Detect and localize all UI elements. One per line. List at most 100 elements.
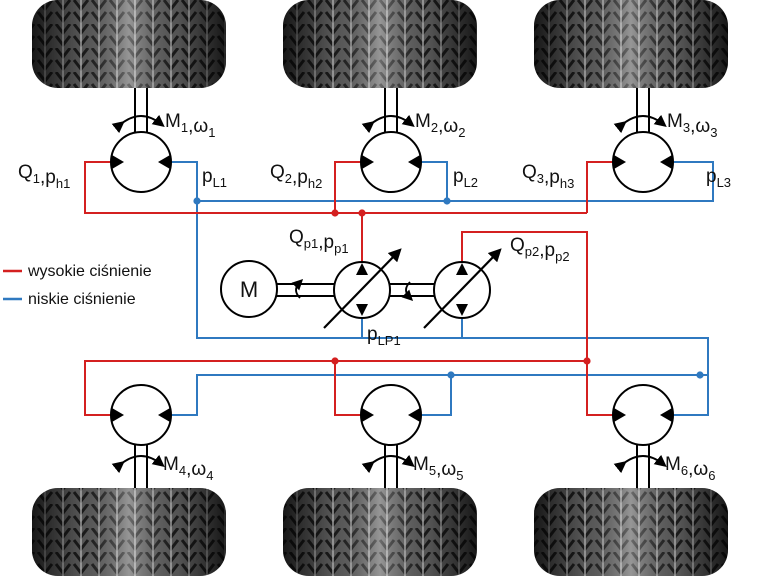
wheel-3-torque-speed-symbol: M — [667, 111, 683, 132]
separator: , — [188, 116, 193, 137]
pump-return-label: pLP1 — [367, 324, 401, 348]
junction-dot — [331, 209, 339, 217]
low-pressure-3-label: pL3 — [706, 166, 731, 190]
separator: , — [438, 116, 443, 137]
tire-6 — [534, 488, 728, 576]
junction-dot — [193, 197, 201, 205]
junction-dot — [331, 357, 339, 365]
flow-3-label-symbol: Q — [522, 162, 537, 183]
low-pressure-3-label-symbol: p — [706, 166, 717, 187]
wheel-2-torque-speed-subscript: 2 — [431, 120, 438, 135]
rotation-arrow-icon — [401, 281, 414, 302]
flow-2-label-subscript: 2 — [285, 171, 292, 186]
legend: wysokie ciśnienie niskie ciśnienie — [3, 263, 152, 308]
wheel-1-torque-speed-symbol: M — [165, 111, 181, 132]
low-pressure-3-label-subscript: L3 — [717, 175, 731, 190]
wheel-4-torque-speed: M4,ω4 — [163, 454, 213, 483]
inlet-triangle-icon — [362, 155, 374, 169]
legend-low-pressure: niskie ciśnienie — [3, 291, 136, 308]
shaft-1 — [111, 88, 165, 134]
pump-inlet-triangle-icon — [456, 304, 468, 316]
hydraulic-motor-1 — [110, 131, 172, 193]
engine-label: M — [240, 277, 258, 302]
hydraulic-motor-5 — [360, 384, 422, 446]
wheel-5-torque-speed-subscript: 5 — [429, 463, 436, 478]
wheel-6-torque-speed-subscript: 6 — [681, 463, 688, 478]
high-line-pump2 — [461, 231, 588, 361]
pump-1-label-symbol: p — [324, 232, 335, 253]
flow-3-label-subscript: 3 — [537, 171, 544, 186]
junction-dot — [447, 371, 455, 379]
low-pressure-1-label-subscript: L1 — [213, 175, 227, 190]
shaft-4 — [111, 445, 165, 488]
wheel-6-torque-speed-symbol: ω — [693, 459, 708, 480]
outlet-triangle-icon — [158, 408, 170, 422]
shaft-2 — [361, 88, 415, 134]
shaft-3 — [613, 88, 667, 134]
wheel-4-torque-speed-symbol: ω — [191, 459, 206, 480]
wheel-3-torque-speed-symbol: ω — [695, 116, 710, 137]
low-line-m2 — [421, 161, 448, 201]
junction-dot — [583, 357, 591, 365]
rotation-arrow-icon — [111, 454, 165, 474]
flow-2-label-symbol: Q — [270, 162, 285, 183]
pump-return-label-subscript: LP1 — [378, 333, 401, 348]
labels: M1,ω1M2,ω2M3,ω3M4,ω4M5,ω5M6,ω6Q1,ph1Q2,p… — [18, 111, 731, 483]
hydraulic-motor-6 — [612, 384, 674, 446]
low-pressure-2-label-symbol: p — [453, 166, 464, 187]
wheel-2-torque-speed: M2,ω2 — [415, 111, 465, 140]
hydraulic-motors — [110, 131, 674, 446]
wheel-3-torque-speed-subscript: 3 — [710, 125, 717, 140]
pump-1-label: Qp1,pp1 — [289, 227, 349, 256]
wheel-1-torque-speed: M1,ω1 — [165, 111, 215, 140]
low-pressure-2-label-subscript: L2 — [464, 175, 478, 190]
legend-high-pressure: wysokie ciśnienie — [3, 263, 152, 280]
separator: , — [688, 459, 693, 480]
variable-displacement-arrow-icon — [323, 248, 402, 329]
junction-dot — [443, 197, 451, 205]
pump-2-label-subscript: p2 — [555, 249, 569, 264]
wheel-1-torque-speed-subscript: 1 — [181, 120, 188, 135]
pump-1-label-subscript: p1 — [304, 236, 318, 251]
hydraulic-motor-3 — [612, 131, 674, 193]
variable-pump-1 — [323, 248, 402, 329]
outlet-triangle-icon — [660, 408, 672, 422]
pump-1-label-subscript: p1 — [334, 241, 348, 256]
tire-5 — [283, 488, 477, 576]
wheel-6-torque-speed-subscript: 6 — [708, 468, 715, 483]
flow-3-label: Q3,ph3 — [522, 162, 574, 191]
separator: , — [292, 167, 297, 188]
rotation-arrow-icon — [613, 114, 667, 134]
tire-3 — [534, 0, 728, 88]
low-pressure-1-label-symbol: p — [202, 166, 213, 187]
separator: , — [318, 232, 323, 253]
engine: M — [220, 260, 278, 318]
flow-1-label-subscript: h1 — [56, 176, 70, 191]
inlet-triangle-icon — [112, 155, 124, 169]
pump-inlet-triangle-icon — [356, 304, 368, 316]
flow-1-label-subscript: 1 — [33, 171, 40, 186]
variable-displacement-arrow-icon — [423, 248, 502, 329]
wheel-5-torque-speed-symbol: ω — [441, 459, 456, 480]
rotation-arrow-icon — [361, 114, 415, 134]
flow-2-label: Q2,ph2 — [270, 162, 322, 191]
legend-high-pressure-text: wysokie ciśnienie — [27, 263, 152, 280]
low-pressure-1-label: pL1 — [202, 166, 227, 190]
wheel-2-torque-speed-symbol: ω — [443, 116, 458, 137]
wheel-4-torque-speed-subscript: 4 — [206, 468, 213, 483]
pump-drive-shaft — [276, 278, 434, 302]
wheel-5-torque-speed-subscript: 5 — [456, 468, 463, 483]
tire-4 — [32, 488, 226, 576]
wheel-5-torque-speed: M5,ω5 — [413, 454, 463, 483]
tires — [32, 0, 728, 576]
shaft-6 — [613, 445, 667, 488]
flow-3-label-subscript: h3 — [560, 176, 574, 191]
outlet-triangle-icon — [408, 408, 420, 422]
shaft-5 — [361, 445, 415, 488]
rotation-arrow-icon — [111, 114, 165, 134]
pump-2-label-symbol: Q — [510, 235, 525, 256]
low-line-return — [196, 201, 709, 375]
wheel-6-torque-speed-symbol: M — [665, 454, 681, 475]
variable-pump-2 — [423, 248, 502, 329]
junction-dot — [358, 209, 366, 217]
